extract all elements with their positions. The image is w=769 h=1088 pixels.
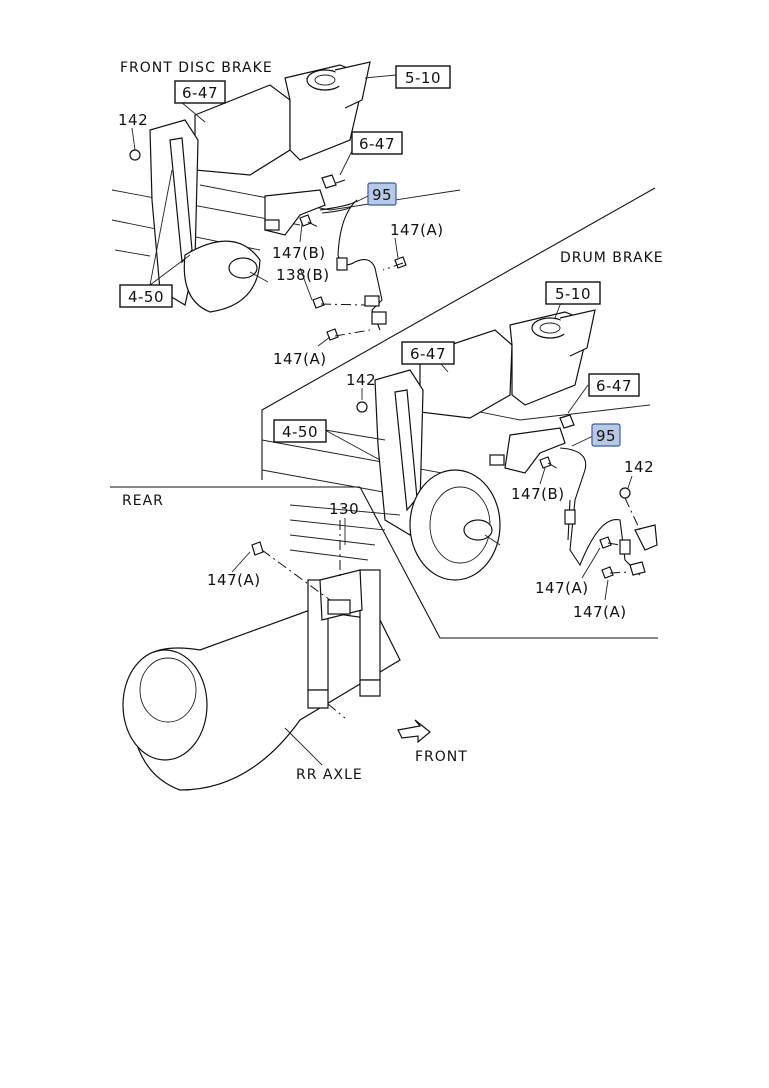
- ref-box-4-50-top[interactable]: 4-50: [119, 284, 173, 308]
- front-disc-brake-drawing: [111, 61, 461, 341]
- front-direction-label: FRONT: [415, 749, 468, 765]
- ref-box-5-10-drum[interactable]: 5-10: [545, 281, 601, 305]
- part-142-top[interactable]: 142: [118, 111, 148, 129]
- svg-text:6-47: 6-47: [359, 135, 395, 153]
- ref-box-4-50-drum[interactable]: 4-50: [273, 419, 327, 443]
- part-138b-top[interactable]: 138(B): [276, 266, 330, 284]
- rr-axle-label: RR AXLE: [296, 767, 363, 783]
- part-142-drum-left[interactable]: 142: [346, 371, 376, 389]
- ref-box-6-47-drum-a[interactable]: 6-47: [401, 341, 455, 365]
- svg-text:6-47: 6-47: [596, 377, 632, 395]
- ref-box-6-47-top-a[interactable]: 6-47: [174, 80, 226, 104]
- drum-brake-title: DRUM BRAKE: [560, 250, 664, 266]
- svg-text:5-10: 5-10: [405, 69, 441, 87]
- rear-title: REAR: [122, 493, 164, 509]
- ref-box-6-47-top-b[interactable]: 6-47: [351, 131, 403, 155]
- ref-box-6-47-drum-b[interactable]: 6-47: [588, 373, 640, 397]
- part-147b-drum[interactable]: 147(B): [511, 485, 565, 503]
- svg-text:95: 95: [596, 427, 616, 445]
- svg-text:6-47: 6-47: [410, 345, 446, 363]
- svg-text:6-47: 6-47: [182, 84, 218, 102]
- part-130-rear[interactable]: 130: [329, 500, 359, 518]
- ref-box-5-10-top[interactable]: 5-10: [395, 65, 451, 89]
- front-disc-brake-title: FRONT DISC BRAKE: [120, 60, 273, 76]
- section-dividers: [110, 187, 658, 639]
- part-142-drum-right[interactable]: 142: [624, 458, 654, 476]
- svg-text:4-50: 4-50: [282, 423, 318, 441]
- part-147a-drum-a[interactable]: 147(A): [535, 579, 589, 597]
- part-147a-rear[interactable]: 147(A): [207, 571, 261, 589]
- part-147b-top[interactable]: 147(B): [272, 244, 326, 262]
- svg-text:95: 95: [372, 186, 392, 204]
- svg-text:5-10: 5-10: [555, 285, 591, 303]
- rear-axle-drawing: [122, 504, 431, 791]
- svg-text:4-50: 4-50: [128, 288, 164, 306]
- part-147a-top-lower[interactable]: 147(A): [273, 350, 327, 368]
- part-147a-top-upper[interactable]: 147(A): [390, 221, 444, 239]
- part-147a-drum-b[interactable]: 147(A): [573, 603, 627, 621]
- ref-box-95-drum[interactable]: 95: [591, 423, 621, 447]
- ref-box-95-top[interactable]: 95: [367, 182, 397, 206]
